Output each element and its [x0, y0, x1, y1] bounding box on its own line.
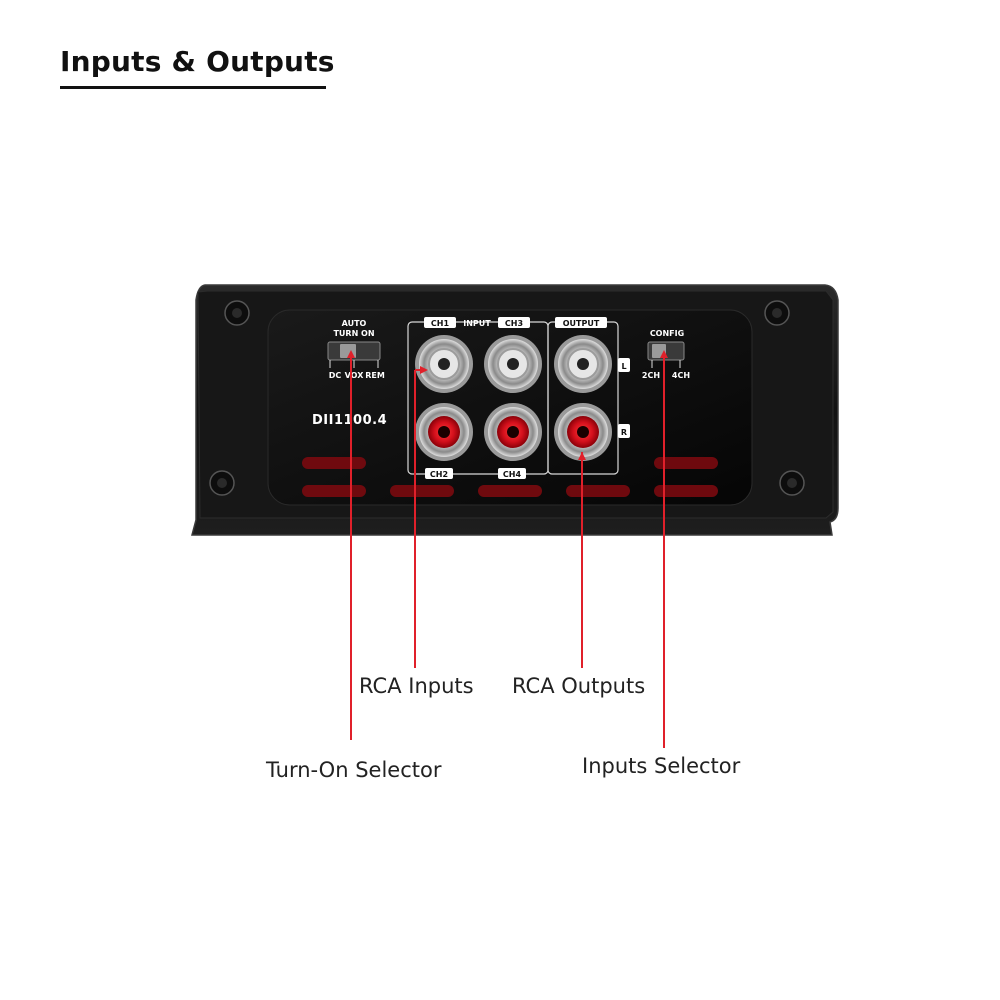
switch-vox-label: VOX [345, 371, 365, 380]
switch-dc-label: DC [329, 371, 342, 380]
ch3-label: CH3 [505, 319, 523, 328]
screw-icon [764, 300, 790, 326]
arrow-icon [420, 366, 428, 374]
arrow-icon [347, 350, 355, 358]
left-channel-label: L [621, 362, 626, 371]
page-title: Inputs & Outputs [60, 45, 335, 78]
config-label: CONFIG [650, 329, 684, 338]
title-underline [60, 86, 326, 89]
rca-jack-ch1 [415, 335, 473, 393]
auto-label: AUTO [342, 319, 367, 328]
callout-inputs-selector: Inputs Selector [582, 754, 741, 778]
ch2-label: CH2 [430, 470, 448, 479]
screw-icon [779, 470, 805, 496]
arrow-icon [660, 350, 668, 358]
screw-icon [209, 470, 235, 496]
callout-turn-on-selector: Turn-On Selector [266, 758, 442, 782]
rca-jack-ch4 [484, 403, 542, 461]
rca-jack-output-left [554, 335, 612, 393]
ch4-label: CH4 [503, 470, 522, 479]
screw-icon [224, 300, 250, 326]
right-channel-label: R [621, 428, 627, 437]
turn-on-label: TURN ON [333, 329, 374, 338]
config-2ch-label: 2CH [642, 371, 660, 380]
config-4ch-label: 4CH [672, 371, 690, 380]
callout-rca-inputs: RCA Inputs [359, 674, 474, 698]
rca-jack-ch3 [484, 335, 542, 393]
rca-jack-ch2 [415, 403, 473, 461]
ch1-label: CH1 [431, 319, 450, 328]
switch-rem-label: REM [365, 371, 385, 380]
output-label: OUTPUT [563, 319, 600, 328]
rca-jack-output-right [554, 403, 612, 461]
model-name: DII1100.4 [312, 413, 387, 428]
callout-rca-outputs: RCA Outputs [512, 674, 646, 698]
input-label: INPUT [463, 319, 491, 328]
arrow-icon [578, 452, 586, 460]
